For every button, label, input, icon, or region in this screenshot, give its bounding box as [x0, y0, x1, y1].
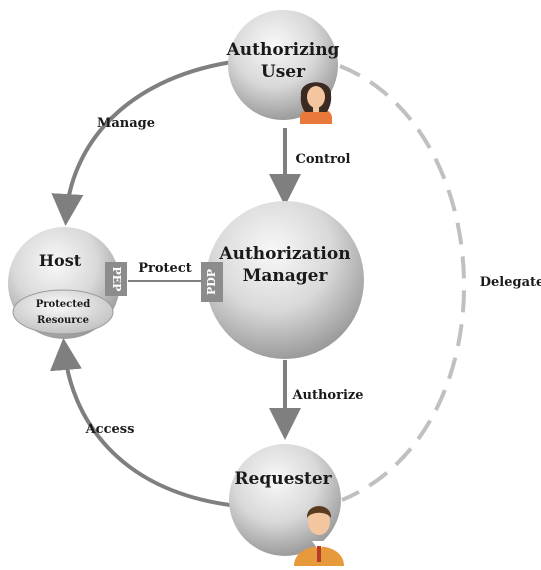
host-label: Host — [39, 251, 82, 270]
requester-node: Requester — [229, 444, 341, 556]
authorize-label: Authorize — [291, 388, 363, 403]
authorization-manager-node: Authorization Manager — [206, 201, 364, 359]
authorizing-user-label-line2: User — [261, 62, 306, 82]
pep-badge-label: PEP — [110, 267, 123, 292]
access-label: Access — [85, 422, 135, 437]
protected-resource — [12, 289, 114, 335]
protect-label: Protect — [138, 261, 192, 276]
pep-badge: PEP — [105, 262, 127, 296]
pdp-badge-label: PDP — [205, 269, 218, 295]
pdp-badge: PDP — [201, 262, 223, 302]
manage-arrow — [51, 60, 233, 226]
authorizing-user-label-line1: Authorizing — [226, 40, 340, 60]
authorization-manager-label-line2: Manager — [243, 266, 329, 286]
manage-label: Manage — [97, 116, 155, 131]
control-label: Control — [296, 152, 351, 167]
host-node: Host Protected Resource — [8, 227, 120, 339]
authorization-manager-label-line1: Authorization — [218, 244, 350, 264]
female-user-icon — [300, 82, 332, 124]
requester-label: Requester — [234, 469, 332, 489]
delegate-arc — [339, 64, 466, 502]
protected-resource-label-line2: Resource — [37, 315, 89, 326]
protected-resource-label-line1: Protected — [36, 299, 91, 310]
male-user-icon — [294, 506, 344, 566]
access-arrow — [50, 338, 231, 507]
delegate-label: Delegate — [480, 275, 541, 290]
